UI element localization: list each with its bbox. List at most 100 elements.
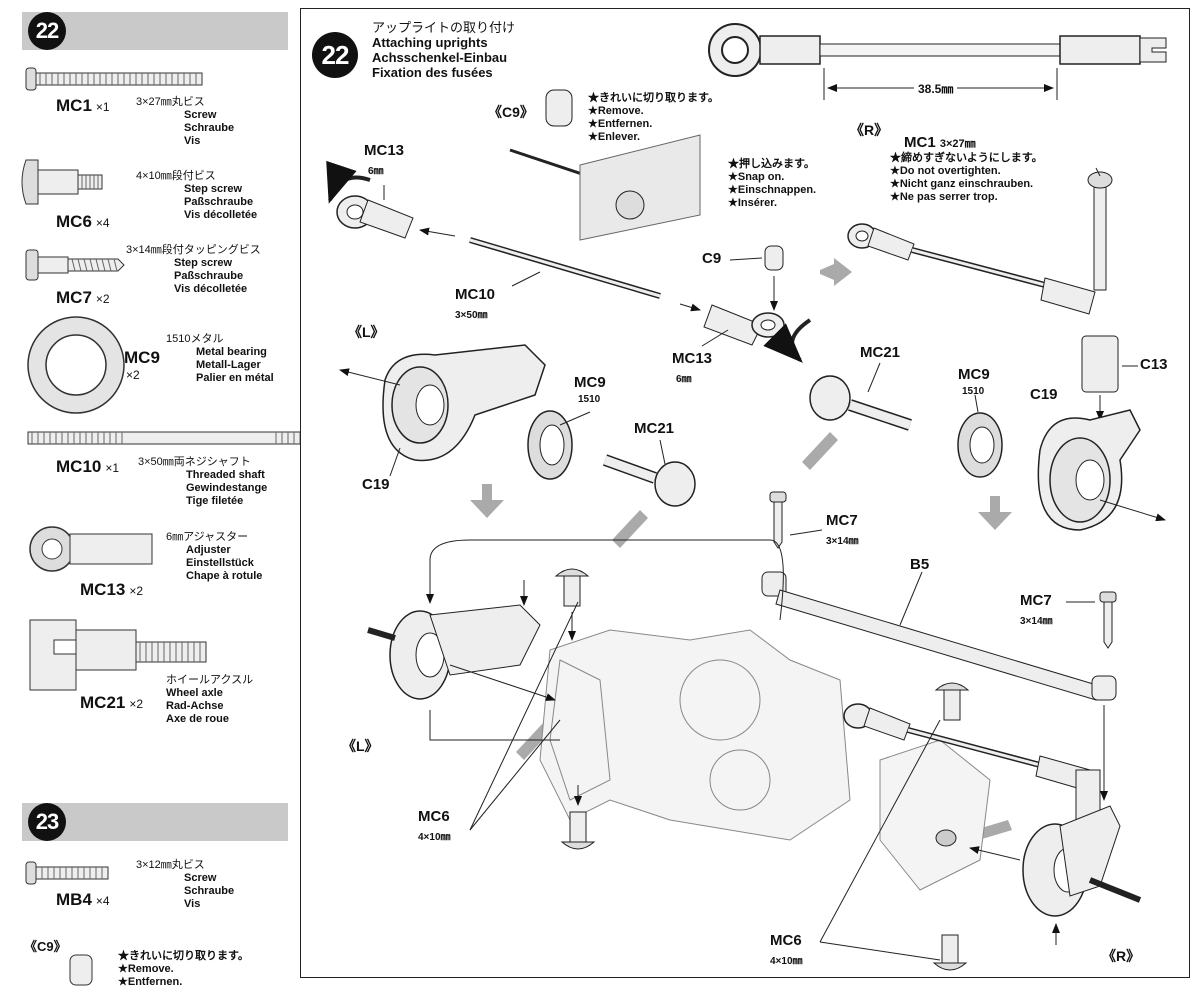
c19-label-right: C19 [1030, 386, 1058, 403]
part-code-mc6: MC6×4 [56, 212, 110, 231]
mb4-screw-icon [25, 861, 109, 885]
mc7-screw-right [1099, 591, 1117, 649]
step-23-header-bar [22, 803, 288, 841]
part-code-mc1: MC1×1 [56, 96, 110, 115]
l-marker-bottom: 《L》 [342, 738, 379, 754]
mc13-label-center-sub: 6㎜ [676, 374, 692, 385]
mc9-left-bearing [527, 410, 573, 480]
step-22-title-en: Attaching uprights [372, 35, 488, 50]
mc7-screw-icon [25, 249, 125, 281]
c9-ball-icon [69, 954, 93, 986]
mc21-label-left: MC21 [634, 420, 675, 437]
mc21-right-axle [809, 375, 912, 431]
mc6-screw-top-right [934, 682, 970, 721]
c9-bottom-notes: ★きれいに切り取ります。 ★Remove. ★Entfernen. [118, 950, 249, 988]
step-22-title-fr: Fixation des fusées [372, 65, 493, 80]
mc13-label-top-sub: 6㎜ [368, 166, 384, 177]
mc6-label-left: MC6 [418, 808, 450, 825]
part-code-mc10: MC10×1 [56, 457, 120, 476]
mc7-label-right: MC7 [1020, 592, 1052, 609]
step-23-badge: 23 [28, 803, 66, 841]
mc6-step-screw-icon [21, 159, 103, 205]
parts-illustrations [21, 67, 300, 986]
axle-housing [539, 629, 991, 891]
step-22-diagram-panel [300, 8, 1190, 978]
step-22-titles: アップライトの取り付け Attaching uprights Achsschen… [372, 20, 515, 80]
mc13-center-adjuster [703, 245, 812, 363]
part-code-mc7: MC7×2 [56, 288, 110, 307]
label-leader-lines [383, 167, 1138, 961]
c19-left-upright [339, 344, 546, 462]
snap-on-notes: ★押し込みます。 ★Snap on. ★Einschnappen. ★Insér… [728, 158, 817, 209]
part-code-mb4: MB4×4 [56, 890, 110, 909]
mc9-label-left-sub: 1510 [578, 394, 601, 405]
mc13-label-center: MC13 [672, 350, 713, 367]
step-22-title-de: Achsschenkel-Einbau [372, 50, 508, 65]
mc13-left-adjuster [326, 160, 414, 239]
mc6-label-left-sub: 4×10㎜ [418, 832, 451, 843]
mc13-label-top: MC13 [364, 142, 405, 159]
mc6-label-right: MC6 [770, 932, 802, 949]
mc7-screw-left [769, 491, 787, 549]
mc9-label-right: MC9 [958, 366, 990, 383]
mc10-shaft-icon [27, 431, 300, 445]
mc1-label: MC1 3×27㎜ [904, 134, 976, 151]
l-upright-assembled [367, 539, 784, 741]
mc1-notes: ★締めすぎないようにします。 ★Do not overtighten. ★Nic… [890, 152, 1043, 203]
r-upright-assembled [935, 705, 1142, 945]
mc7-label-right-sub: 3×14㎜ [1020, 616, 1053, 627]
c9-detail-code: 《C9》 [488, 104, 534, 120]
part-code-mc21: MC21×2 [80, 693, 144, 712]
linkage-reference-drawing [708, 23, 1167, 100]
mc6-screw-top-left [554, 568, 590, 641]
mc10-shaft-diagram [419, 227, 701, 312]
c13-label: C13 [1140, 356, 1168, 373]
part-code-mc13: MC13×2 [80, 580, 144, 599]
mc9-label-right-sub: 1510 [962, 386, 985, 397]
mc9-bearing-icon [27, 316, 125, 414]
step-22-header-bar [22, 12, 288, 50]
c9-cutting-detail [509, 89, 701, 241]
l-marker-top: 《L》 [348, 324, 385, 340]
mc21-left-axle [602, 454, 696, 507]
mc6-screw-bottom-right [932, 934, 968, 971]
part-qty-mc9: ×2 [126, 368, 140, 382]
c19-label-left: C19 [362, 476, 390, 493]
mc7-label-left: MC7 [826, 512, 858, 529]
c19-right-upright [1037, 409, 1166, 531]
mc10-label-sub: 3×50㎜ [455, 310, 488, 321]
b5-label: B5 [910, 556, 930, 573]
mc9-label-left: MC9 [574, 374, 606, 391]
mc13-adjuster-icon [29, 526, 153, 572]
step-22-title-jp: アップライトの取り付け [372, 20, 516, 35]
c13-spacer [1081, 335, 1119, 393]
mc21-label-right: MC21 [860, 344, 901, 361]
c9-label: C9 [702, 250, 722, 267]
step-22-panel-badge: 22 [312, 32, 358, 78]
r-marker-bottom: 《R》 [1102, 948, 1141, 964]
mc7-label-left-sub: 3×14㎜ [826, 536, 859, 547]
part-code-mc9: MC9 [124, 348, 160, 367]
mc1-screw-icon [25, 67, 203, 91]
r-side-linkage [847, 171, 1113, 315]
mc9-right-bearing [957, 412, 1003, 478]
dimension-label: 38.5㎜ [914, 80, 958, 97]
r-marker-top: 《R》 [850, 122, 889, 138]
mc6-label-right-sub: 4×10㎜ [770, 956, 803, 967]
mc10-label: MC10 [455, 286, 496, 303]
c9-bottom-code: 《C9》 [24, 939, 67, 954]
mc6-screw-bottom-left [560, 785, 596, 850]
mc21-axle-icon [29, 619, 207, 691]
c9-detail-notes: ★きれいに切り取ります。 ★Remove. ★Entfernen. ★Enlev… [588, 92, 719, 143]
b5-link-rod [761, 571, 1117, 701]
step-22-badge: 22 [28, 12, 66, 50]
